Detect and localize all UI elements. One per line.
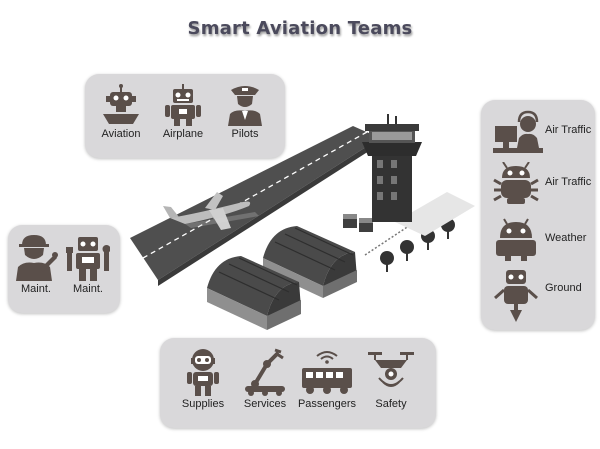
left-team-panel: Maint. Maint. — [8, 225, 120, 313]
team-label: Maint. — [21, 283, 51, 295]
astronaut-robot-icon — [187, 349, 219, 396]
airplane-illustration — [163, 192, 259, 230]
team-item-maint-mechanic: Maint. — [6, 233, 66, 295]
unicycle-robot-icon — [494, 270, 538, 322]
team-label: Air Traffic — [545, 176, 592, 188]
hangar — [207, 256, 301, 330]
team-label: Weather — [545, 232, 587, 244]
trees — [364, 201, 455, 272]
team-label: Ground — [545, 282, 582, 294]
team-item-ground: Ground — [489, 268, 599, 322]
team-label: Maint. — [73, 283, 103, 295]
team-label: Passengers — [297, 398, 357, 410]
robot-boat-icon — [103, 84, 139, 124]
team-item-weather: Weather — [489, 218, 599, 266]
team-item-pilots: Pilots — [215, 82, 275, 140]
robot-icon — [165, 84, 201, 126]
page-title: Smart Aviation Teams — [187, 18, 413, 39]
team-label: Pilots — [231, 128, 259, 140]
team-item-services: Services — [235, 348, 295, 410]
shuttle-bus-icon — [302, 351, 352, 394]
bug-robot-icon — [493, 162, 539, 204]
bottom-team-panel: Supplies Services Passengers — [160, 338, 436, 428]
hangar — [263, 226, 357, 298]
control-tower — [362, 114, 475, 236]
right-team-panel: Air Traffic Air Traffic Weather — [481, 100, 595, 330]
team-item-air-traffic-controller: Air Traffic — [489, 110, 599, 158]
team-label: Air Traffic — [545, 124, 592, 136]
pilot-icon — [228, 86, 262, 126]
robot-arm-icon — [245, 348, 285, 396]
team-label: Aviation — [101, 128, 141, 140]
team-label: Services — [243, 398, 287, 410]
team-label: Supplies — [181, 398, 225, 410]
team-item-supplies: Supplies — [173, 348, 233, 410]
android-robot-icon — [496, 218, 536, 261]
top-team-panel: Aviation Airplane Pilots — [85, 74, 285, 158]
team-item-aviation: Aviation — [91, 84, 151, 140]
mechanic-icon — [16, 235, 58, 281]
ground-vehicles — [343, 214, 373, 232]
team-label: Safety — [375, 398, 407, 410]
drone-icon — [368, 352, 414, 387]
runway — [130, 126, 380, 286]
robot-tools-icon — [66, 237, 110, 281]
team-item-maint-robot: Maint. — [58, 233, 118, 295]
team-item-air-traffic-bot: Air Traffic — [489, 162, 599, 210]
team-item-passengers: Passengers — [297, 346, 357, 410]
team-label: Airplane — [162, 128, 204, 140]
team-item-airplane: Airplane — [153, 84, 213, 140]
team-item-safety: Safety — [361, 348, 421, 410]
airport-illustration — [130, 114, 475, 330]
controller-icon — [493, 110, 543, 153]
